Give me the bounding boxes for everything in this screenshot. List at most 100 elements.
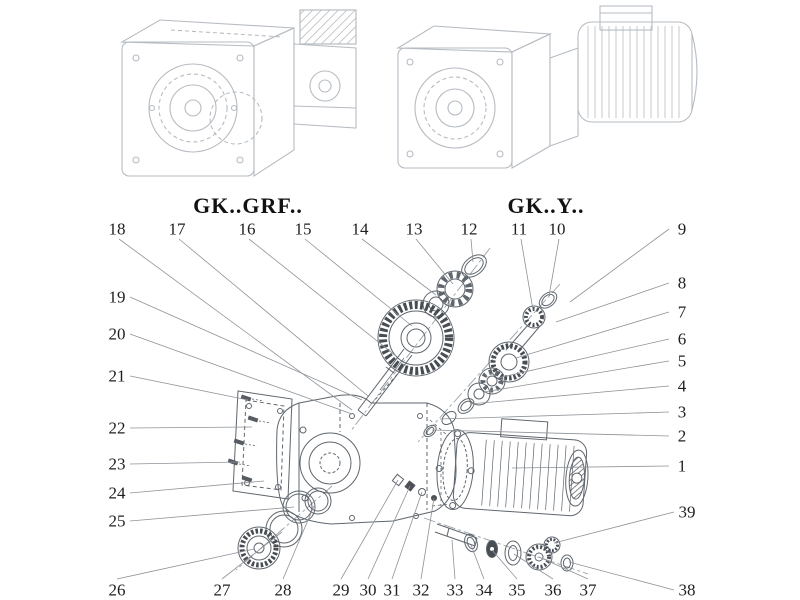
- leader-line-33: [451, 539, 456, 580]
- pinion-11: [505, 305, 546, 353]
- snap-ring-25: [282, 490, 316, 524]
- washer-34: [464, 533, 478, 553]
- part-number-12: 12: [460, 219, 478, 239]
- part-number-35: 35: [508, 580, 526, 600]
- leader-line-15: [304, 238, 413, 327]
- part-number-21: 21: [108, 366, 126, 386]
- leader-line-18: [118, 238, 353, 411]
- leader-line-7: [515, 311, 670, 359]
- washer-2: [423, 424, 437, 438]
- motor-assembly-guides: [429, 419, 451, 507]
- leader-line-20: [129, 333, 353, 415]
- leader-line-2: [431, 429, 670, 437]
- part-number-18: 18: [108, 219, 126, 239]
- output-gear-26: [237, 526, 281, 570]
- bearing-13: [436, 270, 474, 308]
- part-number-15: 15: [294, 219, 312, 239]
- leader-line-32: [420, 497, 435, 580]
- part-number-17: 17: [168, 219, 186, 239]
- part-number-39: 39: [678, 502, 696, 522]
- part-number-29: 29: [332, 580, 350, 600]
- part-number-26: 26: [108, 580, 126, 600]
- input-shaft-assembly: [357, 254, 487, 417]
- ring-3: [441, 410, 457, 426]
- bearing-5: [467, 382, 491, 406]
- leader-line-25: [129, 506, 295, 522]
- part-number-1: 1: [677, 456, 687, 476]
- leader-line-16: [248, 238, 397, 357]
- part-number-30: 30: [359, 580, 377, 600]
- part-number-22: 22: [108, 418, 126, 438]
- key-29: [391, 473, 405, 487]
- leader-line-21: [129, 375, 249, 401]
- motor-flange: [436, 429, 474, 511]
- y-bell-housing: [549, 47, 579, 147]
- leader-line-30: [367, 485, 411, 580]
- leader-line-38: [568, 561, 675, 591]
- leader-line-36: [513, 553, 554, 580]
- input-shaft-17-20: [357, 348, 413, 417]
- pinion-39: [543, 536, 561, 554]
- part-number-28: 28: [274, 580, 292, 600]
- part-number-9: 9: [677, 219, 687, 239]
- part-number-19: 19: [108, 287, 126, 307]
- leader-line-14: [361, 238, 437, 296]
- leader-line-6: [497, 338, 670, 379]
- gearbox-y-drawing: [396, 5, 698, 169]
- ring-27: [265, 510, 303, 548]
- shaft-33: [434, 523, 478, 547]
- part-number-34: 34: [475, 580, 493, 600]
- pinion-shaft-assembly: [423, 291, 558, 438]
- part-number-33: 33: [446, 580, 464, 600]
- leader-line-10: [548, 238, 560, 297]
- motor-fan-end: [565, 449, 589, 507]
- part-number-24: 24: [108, 483, 126, 503]
- part-number-36: 36: [544, 580, 562, 600]
- part-number-23: 23: [108, 454, 126, 474]
- leader-line-3: [439, 411, 670, 420]
- leader-line-29: [340, 479, 399, 580]
- part-number-20: 20: [108, 324, 126, 344]
- part-number-5: 5: [677, 351, 687, 371]
- leader-line-31: [391, 491, 423, 580]
- mounting-plate-and-bolts: [227, 390, 293, 500]
- gearbox-grf-drawing: [120, 9, 357, 178]
- part-number-6: 6: [677, 329, 687, 349]
- y-motor-body: [577, 21, 693, 123]
- part-number-27: 27: [213, 580, 231, 600]
- leader-line-1: [511, 465, 670, 469]
- part-number-13: 13: [405, 219, 423, 239]
- part-number-16: 16: [238, 219, 256, 239]
- part-number-32: 32: [412, 580, 430, 600]
- leader-line-23: [129, 461, 241, 465]
- part-number-38: 38: [678, 580, 696, 600]
- part-number-14: 14: [351, 219, 369, 239]
- motor-fins: [481, 439, 575, 512]
- gear-7: [488, 341, 530, 383]
- exploded-view-drawing: [227, 247, 589, 575]
- leader-line-17: [178, 238, 369, 397]
- leader-line-12: [470, 238, 474, 263]
- part-number-2: 2: [677, 426, 687, 446]
- motor-drawing: [435, 418, 589, 517]
- part-number-31: 31: [383, 580, 401, 600]
- y-output-bore: [414, 67, 496, 149]
- y-terminal-box: [599, 5, 653, 31]
- leader-line-4: [469, 385, 670, 405]
- model-label-gk-y: GK..Y..: [507, 193, 585, 218]
- y-motor-fins: [587, 26, 680, 118]
- leader-line-24: [129, 480, 265, 494]
- leader-line-28: [282, 505, 315, 580]
- leader-line-9: [569, 228, 670, 303]
- leader-line-13: [415, 238, 454, 285]
- part-number-10: 10: [548, 219, 566, 239]
- leader-line-26: [116, 548, 255, 580]
- ring-4: [457, 398, 475, 414]
- leader-line-5: [483, 360, 670, 393]
- bearing-36: [504, 540, 522, 566]
- ring-10: [538, 291, 558, 309]
- bevel-gear-15-16: [377, 299, 455, 377]
